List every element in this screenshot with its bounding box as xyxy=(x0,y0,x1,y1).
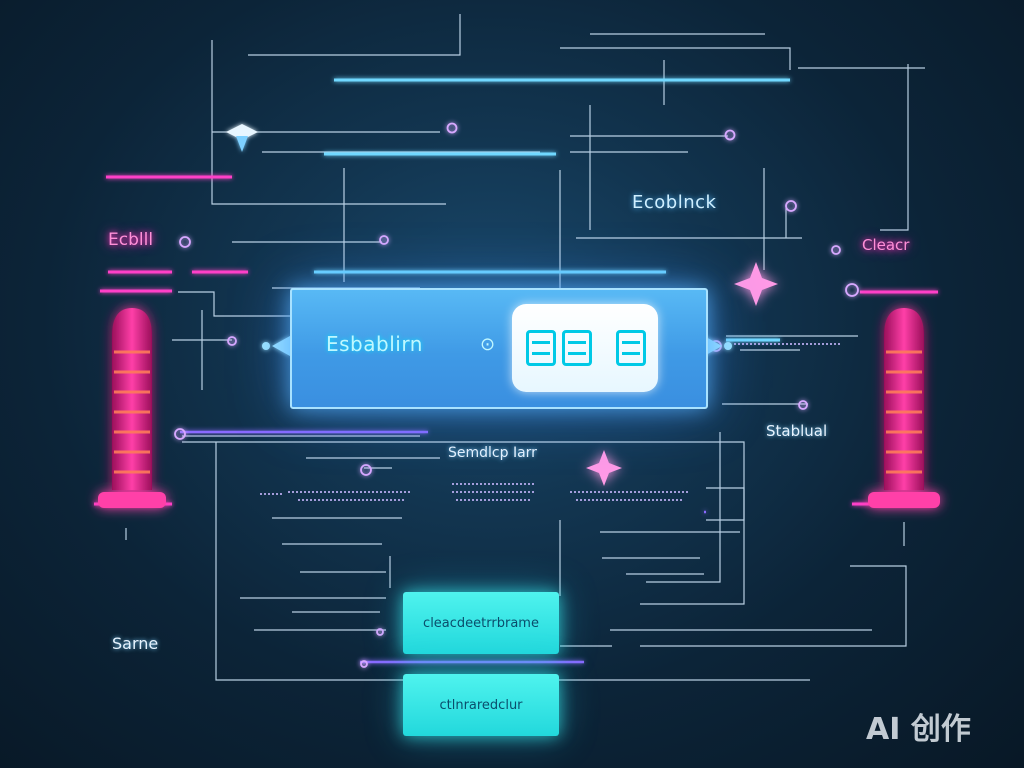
label-right-pink: Cleacr xyxy=(862,236,910,254)
display-glyph-icon xyxy=(562,330,592,366)
label-center-sub: Semdlcp Iarr xyxy=(448,445,537,461)
main-process-box[interactable]: Esbablirn ⊙ xyxy=(290,288,708,409)
watermark: AI 创作 xyxy=(866,712,971,747)
label-right-mid: Stablual xyxy=(766,422,828,440)
dotted-rows xyxy=(260,343,840,501)
display-glyph-icon xyxy=(616,330,646,366)
label-left-pink: Ecblll xyxy=(108,230,154,250)
display-glyph-icon xyxy=(526,330,556,366)
glow-lines-purple xyxy=(180,430,706,664)
circle-node-icons xyxy=(174,122,859,668)
upper-cyan-box[interactable]: cleacdeetrrbrame xyxy=(403,592,559,654)
lower-cyan-box[interactable]: ctlnraredclur xyxy=(403,674,559,736)
pillar-bands xyxy=(114,350,922,474)
inner-display-panel xyxy=(512,304,658,392)
main-box-connectors xyxy=(262,336,732,356)
label-top-center: Ecoblnck xyxy=(632,192,717,213)
circle-dot-icon: ⊙ xyxy=(480,334,496,355)
connector-lines xyxy=(125,14,925,681)
label-left-low: Sarne xyxy=(112,634,159,653)
main-box-title: Esbablirn xyxy=(326,332,423,356)
four-point-star-icon xyxy=(586,262,778,486)
glow-lines-cyan xyxy=(314,78,790,342)
diamond-node-icon xyxy=(226,124,258,152)
